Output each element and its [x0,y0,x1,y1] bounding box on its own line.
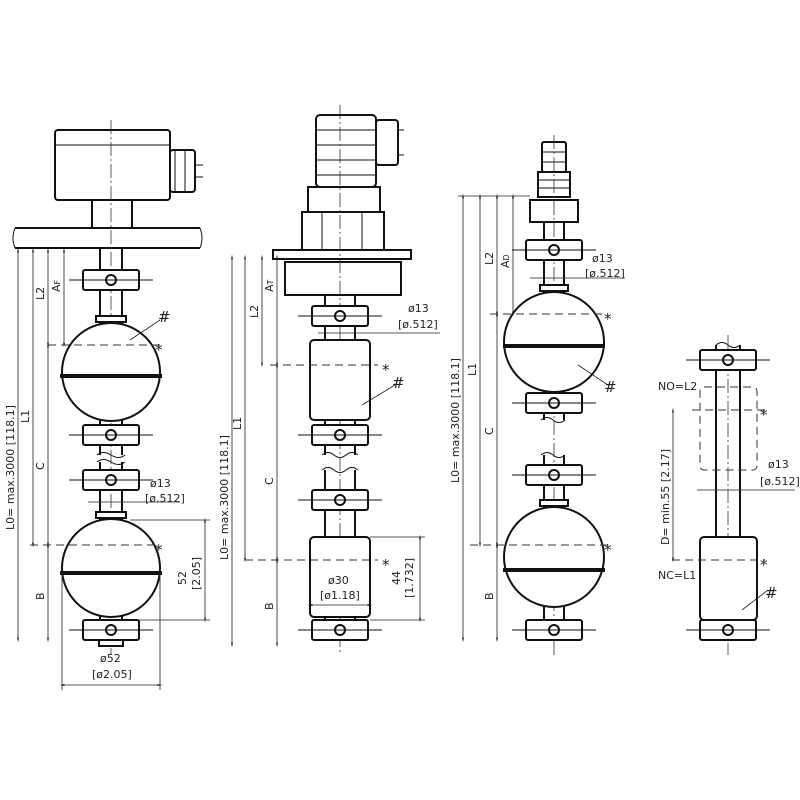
thread [284,261,402,296]
float-diameter: ø30 [328,574,349,587]
ball-float [503,291,605,393]
d-label: D= min.55 [2.17] [659,449,672,545]
rod-diameter: ø13 [408,302,429,315]
float-switch-side-housing: L0= max.3000 [118.1] L1 L2 AF C B ø13 [ø… [4,120,210,690]
float-height: 44 [390,571,403,585]
material-mark: # [604,378,617,396]
hex-nut [529,199,579,223]
switch-point-mark: * [604,541,612,559]
l1-label: L1 [231,417,244,430]
float-switch-connector-cylinder: L0= max.3000 [118.1] L1 L2 AT C B ø13 [ø… [218,105,440,655]
material-mark: # [392,374,405,392]
plug-connector [315,114,377,188]
switch-point-mark: * [382,361,390,379]
switch-point-mark: * [382,556,390,574]
lo-label: L0= max.3000 [118.1] [218,435,231,560]
switch-point-mark: * [155,341,163,359]
float-diameter-inch: [ø1.18] [320,589,360,602]
cylinder-float [699,536,758,621]
no-label: NO=L2 [658,380,697,393]
switch-point-mark: * [760,406,768,424]
rod-diameter-inch: [ø.512] [145,492,185,505]
cylinder-float [309,339,371,421]
rod-diameter: ø13 [768,458,789,471]
lo-label: L0= max.3000 [118.1] [449,358,462,483]
l2-label: L2 [248,305,261,318]
l2-label: L2 [34,287,47,300]
switch-point-mark: * [155,541,163,559]
switch-point-mark: * [604,310,612,328]
nc-label: NC=L1 [658,569,696,582]
c-label: C [263,477,276,485]
ad-label: AD [499,254,512,268]
float-height: 52 [176,571,189,585]
material-mark: # [158,308,171,326]
ball-float [61,322,161,422]
b-label: B [34,592,47,600]
rod-diameter-inch: [ø.512] [585,267,625,280]
float-height-inch: [2.05] [190,557,203,590]
rod-diameter: ø13 [592,252,613,265]
ball-float [503,506,605,608]
b-label: B [263,602,276,610]
c-label: C [483,427,496,435]
l1-label: L1 [466,363,479,376]
float-height-inch: [1.732] [403,558,416,598]
l2-label: L2 [483,252,496,265]
float-switch-compact-ball: L0= max.3000 [118.1] L1 L2 AD C B ø13 [ø… [449,135,625,655]
l1-label: L1 [19,410,32,423]
ball-float [61,518,161,618]
rod-diameter-inch: [ø.512] [760,475,800,488]
c-label: C [34,462,47,470]
float-diameter-inch: [ø2.05] [92,668,132,681]
at-label: AT [263,279,276,292]
terminal-housing [54,129,171,201]
flange [272,249,412,260]
switch-point-detail: NO=L2 NC=L1 D= min.55 [2.17] ø13 [ø.512]… [658,335,800,655]
switch-point-mark: * [760,556,768,574]
float-diameter: ø52 [100,652,121,665]
float-upper-position [699,386,758,471]
rod-diameter-inch: [ø.512] [398,318,438,331]
af-label: AF [50,279,63,292]
lo-label: L0= max.3000 [118.1] [4,405,17,530]
cable-gland [169,149,196,193]
cylinder-float [309,536,371,618]
b-label: B [483,592,496,600]
hex-nut [301,211,385,251]
rod-diameter: ø13 [150,477,171,490]
material-mark: # [765,584,778,602]
